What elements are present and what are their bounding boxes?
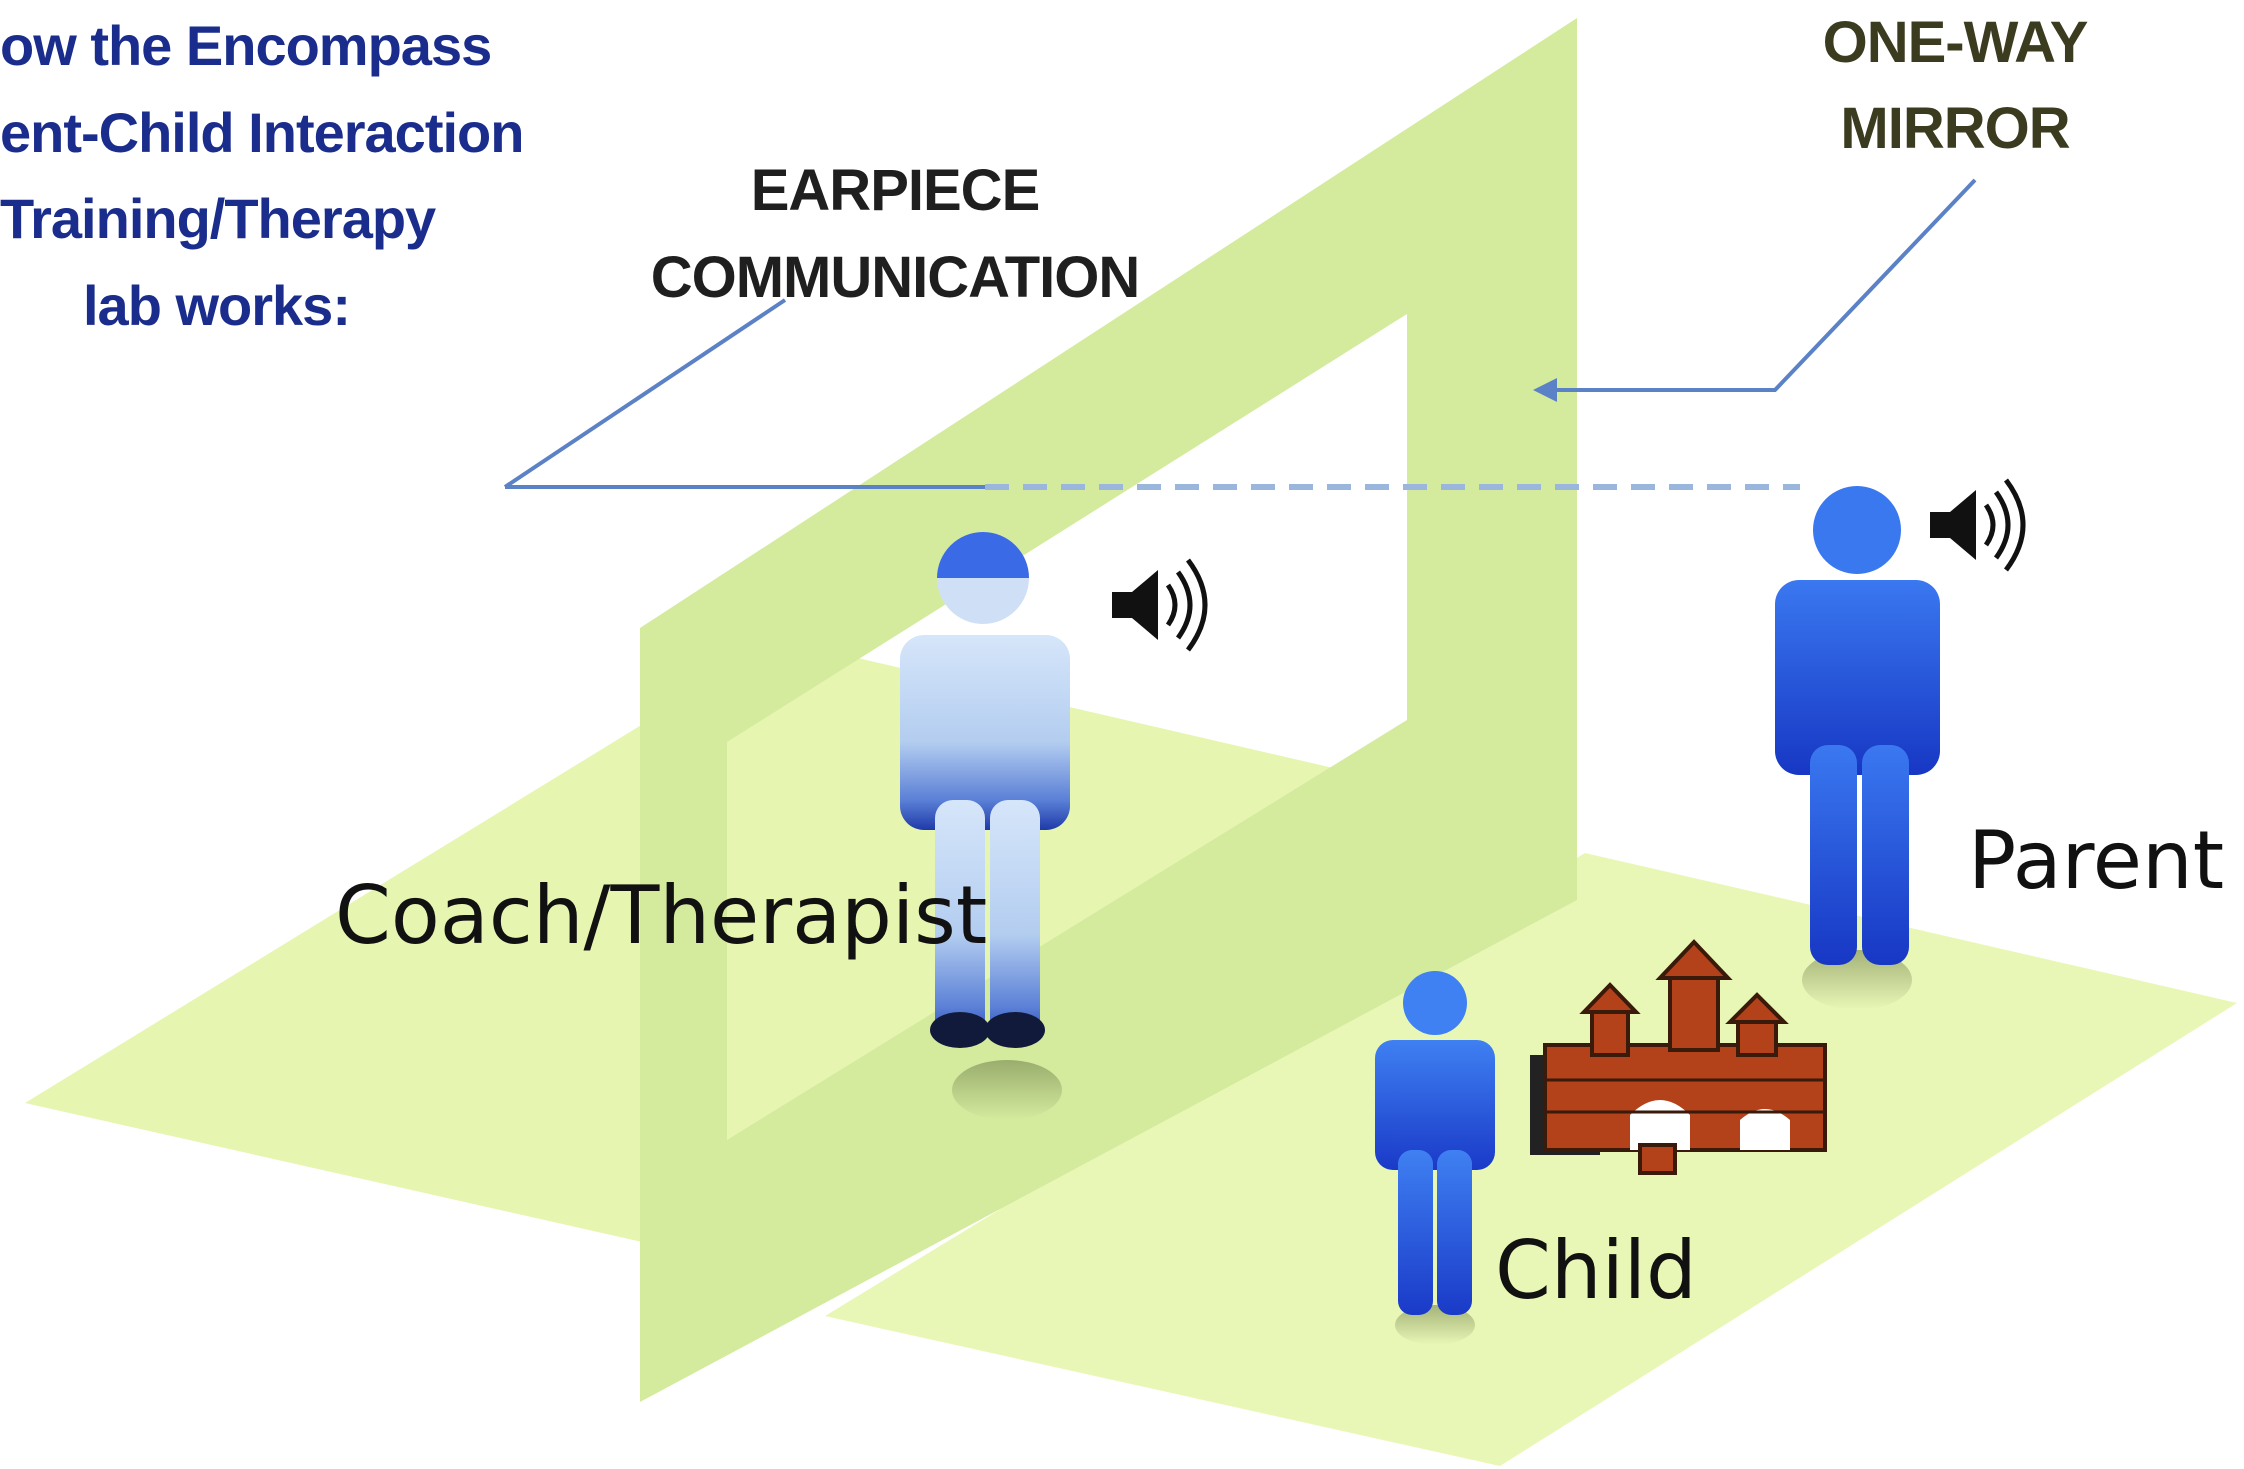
earpiece-label-line-2: COMMUNICATION	[651, 245, 1140, 310]
earpiece-callout: EARPIECE COMMUNICATION	[651, 158, 1141, 310]
heading-line-3: Training/Therapy	[0, 187, 436, 250]
parent-person-icon	[1775, 486, 1940, 1010]
coach-person-icon	[900, 532, 1070, 1120]
one-way-mirror-frame	[640, 18, 1577, 1402]
mirror-label-line-1: ONE-WAY	[1823, 10, 2088, 75]
diagram-heading: ow the Encompass ent-Child Interaction T…	[0, 14, 524, 337]
heading-line-2: ent-Child Interaction	[0, 101, 523, 164]
observation-floor	[25, 640, 1450, 1255]
mirror-callout: ONE-WAY MIRROR	[1823, 10, 2089, 161]
coach-speaker-icon	[1112, 558, 1208, 652]
mirror-label-line-2: MIRROR	[1840, 96, 2069, 161]
child-label: Child	[1495, 1224, 1697, 1317]
block-castle-icon	[1530, 939, 1827, 1175]
heading-line-4: lab works:	[83, 274, 350, 337]
parent-speaker-icon	[1930, 478, 2026, 572]
mirror-callout-arrow	[1533, 178, 1977, 402]
coach-label: Coach/Therapist	[335, 869, 987, 962]
heading-line-1: ow the Encompass	[0, 14, 491, 77]
play-room-floor	[825, 853, 2237, 1466]
parent-label: Parent	[1968, 814, 2224, 907]
child-person-icon	[1375, 971, 1495, 1345]
earpiece-label-line-1: EARPIECE	[751, 158, 1040, 223]
earpiece-link-line	[503, 298, 1800, 490]
